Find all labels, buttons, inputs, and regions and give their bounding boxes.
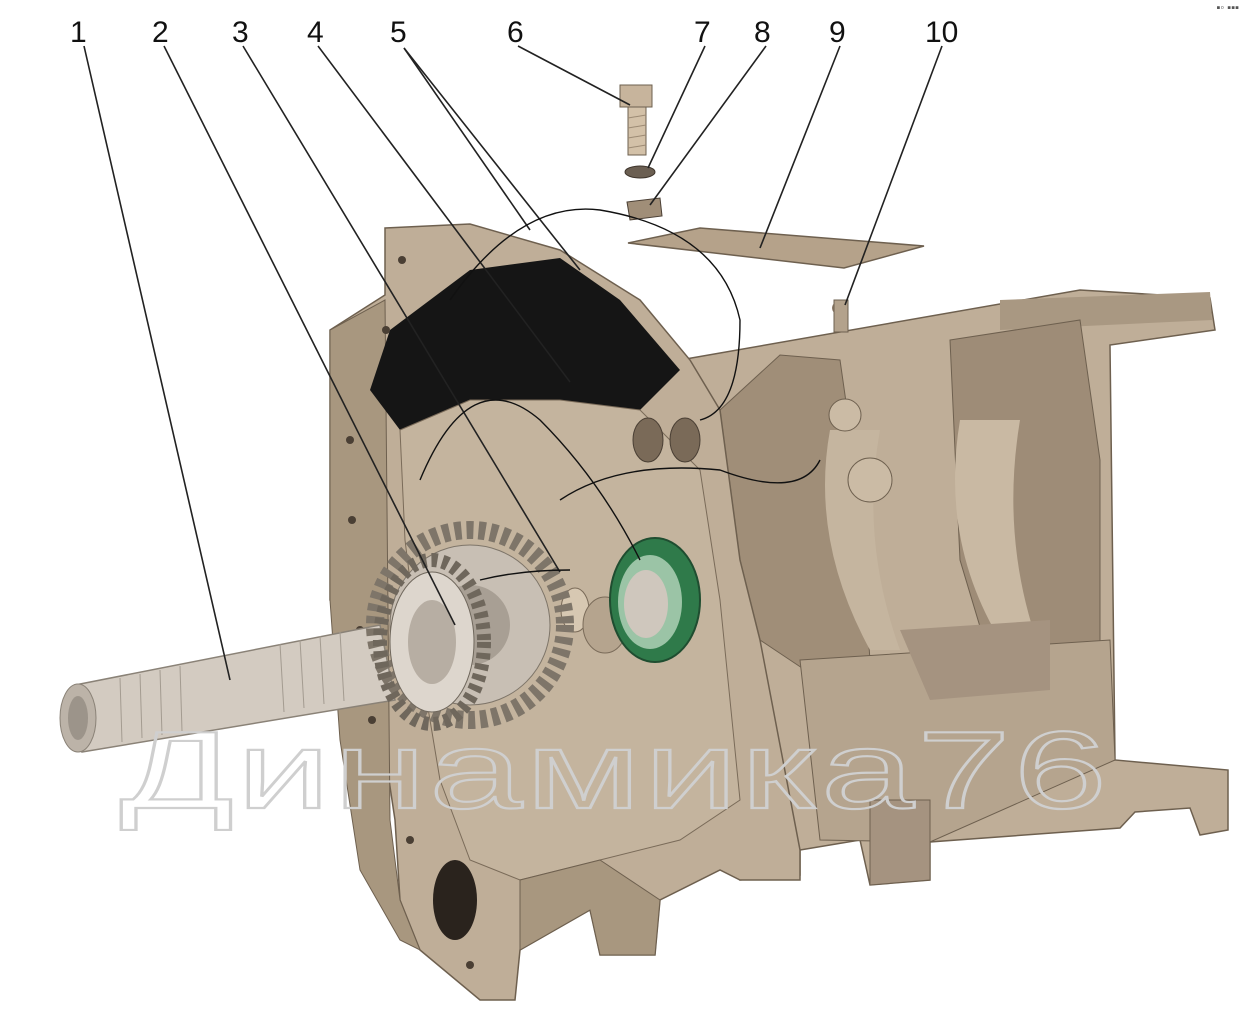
- gearbox-housing: [678, 289, 1229, 886]
- bearing: [609, 537, 701, 663]
- callout-2: 2: [152, 16, 169, 49]
- callout-1: 1: [70, 16, 87, 49]
- callout-10: 10: [925, 16, 958, 49]
- washer: [624, 165, 656, 179]
- callout-4: 4: [307, 16, 324, 49]
- gear-small: [373, 553, 491, 731]
- callout-8: 8: [754, 16, 771, 49]
- corner-mark: ▪◦ ▪▪▪: [1216, 2, 1239, 14]
- outline-traces: [419, 208, 821, 581]
- leader-lines: [83, 45, 943, 681]
- callout-9: 9: [829, 16, 846, 49]
- cover-plate: [627, 227, 925, 269]
- nut: [626, 197, 663, 221]
- watermark: Динамика76: [120, 709, 1110, 832]
- callout-5: 5: [390, 16, 407, 49]
- bolt: [619, 84, 653, 156]
- callout-7: 7: [694, 16, 711, 49]
- callout-3: 3: [232, 16, 249, 49]
- callout-labels: 1 2 3 4 5 6 7 8 9 10: [70, 16, 958, 49]
- callout-6: 6: [507, 16, 524, 49]
- splined-shaft: [59, 624, 396, 753]
